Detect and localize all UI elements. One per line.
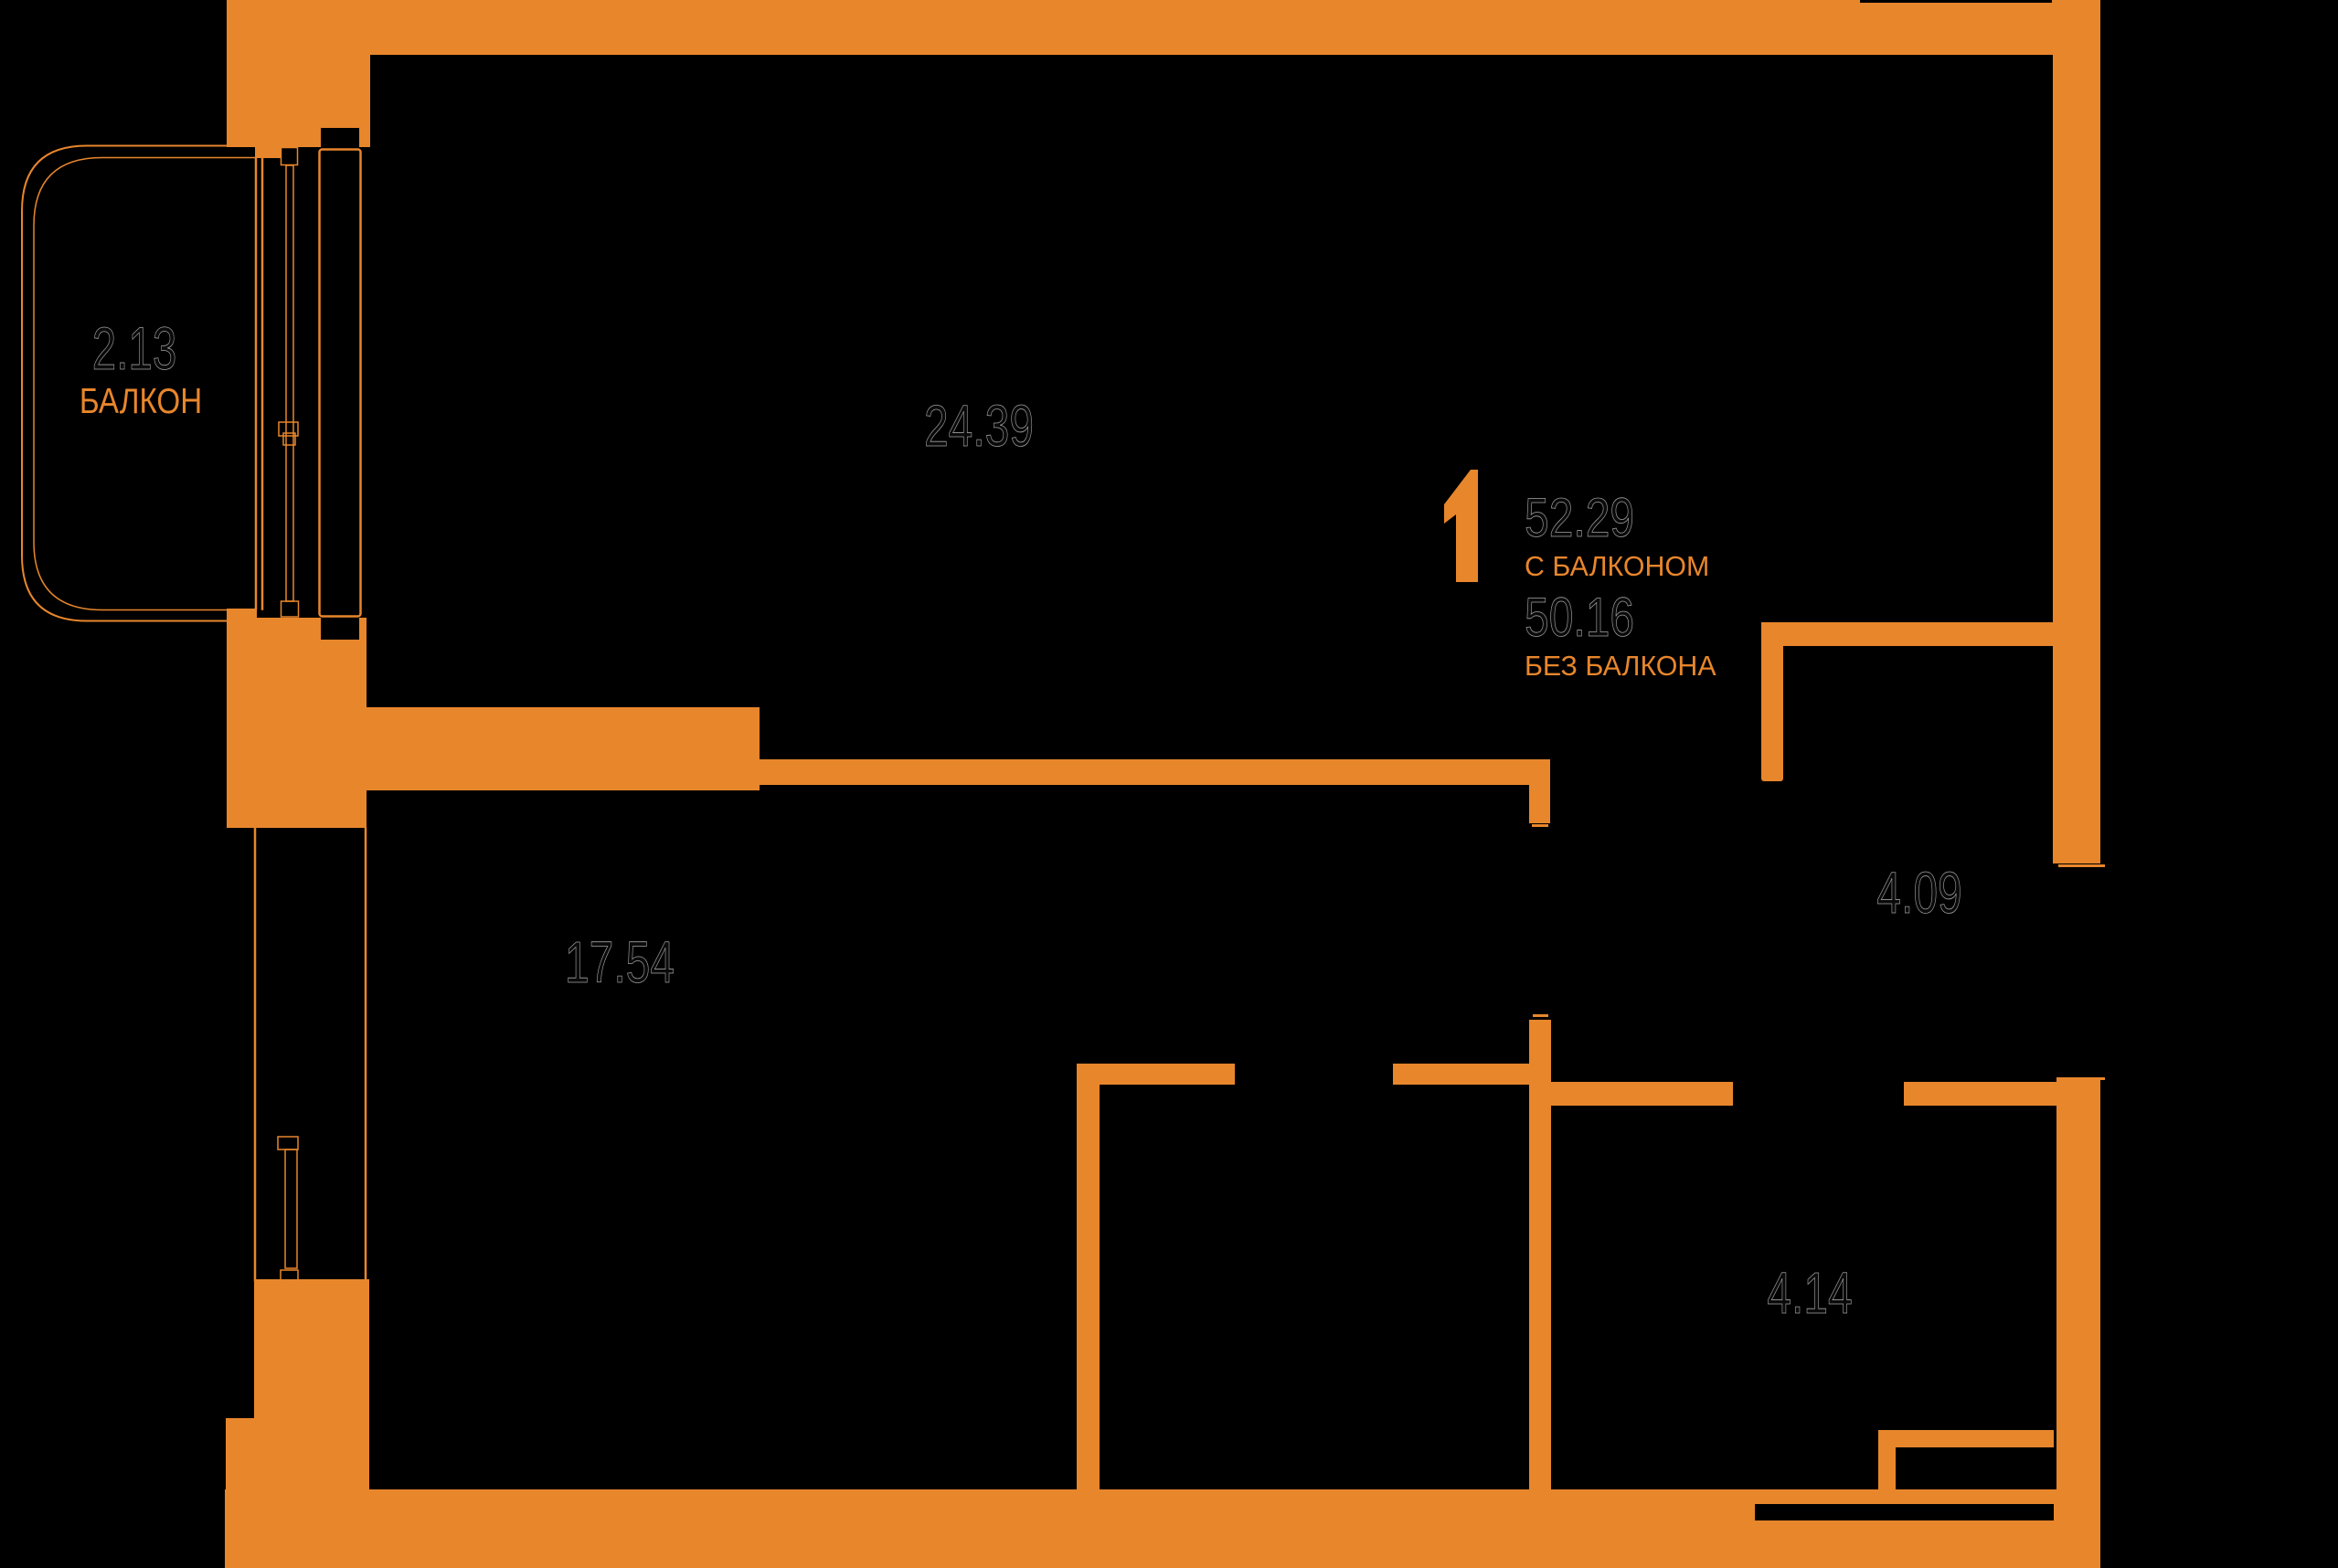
svg-text:С БАЛКОНОМ: С БАЛКОНОМ	[1525, 550, 1709, 582]
svg-text:БАЛКОН: БАЛКОН	[80, 380, 202, 420]
svg-text:52.29: 52.29	[1525, 487, 1634, 548]
svg-text:2.13: 2.13	[92, 315, 176, 382]
svg-text:4.14: 4.14	[1767, 1260, 1852, 1325]
svg-text:50.16: 50.16	[1525, 587, 1634, 648]
svg-text:24.39: 24.39	[924, 393, 1034, 458]
svg-text:4.09: 4.09	[1876, 860, 1961, 925]
svg-text:17.54: 17.54	[565, 929, 675, 994]
svg-text:БЕЗ БАЛКОНА: БЕЗ БАЛКОНА	[1525, 650, 1716, 682]
